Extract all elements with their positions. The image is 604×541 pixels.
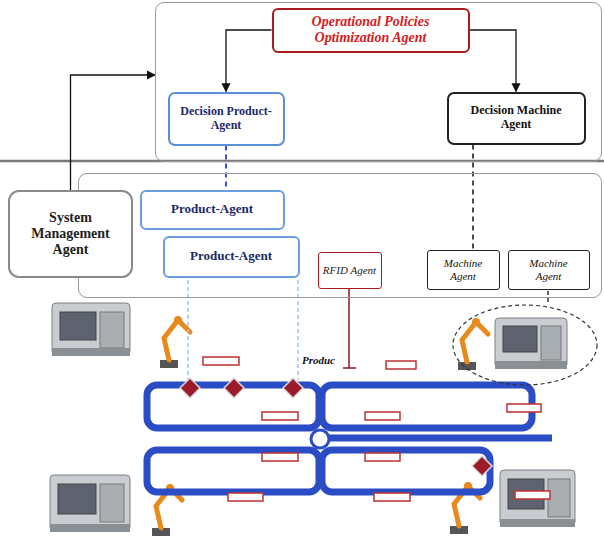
machine-agent: Machine Agent xyxy=(508,250,590,290)
connector xyxy=(472,145,474,250)
layer-panel: Operational Policies Optimization AgentD… xyxy=(155,2,602,162)
rfid-agent: RFID Agent xyxy=(318,252,382,289)
machine-link xyxy=(547,291,549,305)
agent-label: System Management Agent xyxy=(15,210,127,258)
connector xyxy=(470,30,517,92)
track-junction xyxy=(311,430,329,448)
machine-cell xyxy=(453,305,597,385)
cnc-machine xyxy=(495,318,567,369)
management-agent: System Management Agent xyxy=(8,190,133,278)
agent-label: Machine Agent xyxy=(433,257,493,282)
conveyor-track xyxy=(147,385,552,492)
optimization-agent: Operational Policies Optimization Agent xyxy=(272,8,470,53)
product-link xyxy=(187,280,189,380)
agent-label: Operational Policies Optimization Agent xyxy=(281,14,461,46)
agent-label: Product-Agent xyxy=(190,249,272,264)
agent-label: Decision Machine Agent xyxy=(469,104,564,132)
machine-agent: Machine Agent xyxy=(427,250,500,290)
layer-panel: Product-AgentProduct-AgentRFID AgentMach… xyxy=(78,173,602,298)
cnc-machine xyxy=(52,303,130,356)
product-part xyxy=(180,378,492,476)
connector xyxy=(225,146,227,190)
robot-arm xyxy=(458,318,488,370)
product-link xyxy=(297,280,299,380)
agent-label: Product-Agent xyxy=(171,202,253,217)
connector xyxy=(226,30,272,92)
product-agent: Product-Agent xyxy=(140,190,285,230)
robot-arm xyxy=(160,316,190,368)
rfid-tag xyxy=(203,357,550,501)
track-label: Produc xyxy=(302,354,335,366)
decision-agent: Decision Machine Agent xyxy=(447,92,586,145)
agent-label: RFID Agent xyxy=(323,264,376,277)
cnc-machine xyxy=(50,475,130,532)
agent-label: Decision Product-Agent xyxy=(174,105,279,133)
rfid-link xyxy=(348,289,350,368)
cnc-machine xyxy=(500,470,575,527)
decision-agent: Decision Product-Agent xyxy=(168,92,285,146)
agent-label: Machine Agent xyxy=(517,257,581,282)
product-agent: Product-Agent xyxy=(163,236,300,278)
rfid-link xyxy=(343,367,356,369)
